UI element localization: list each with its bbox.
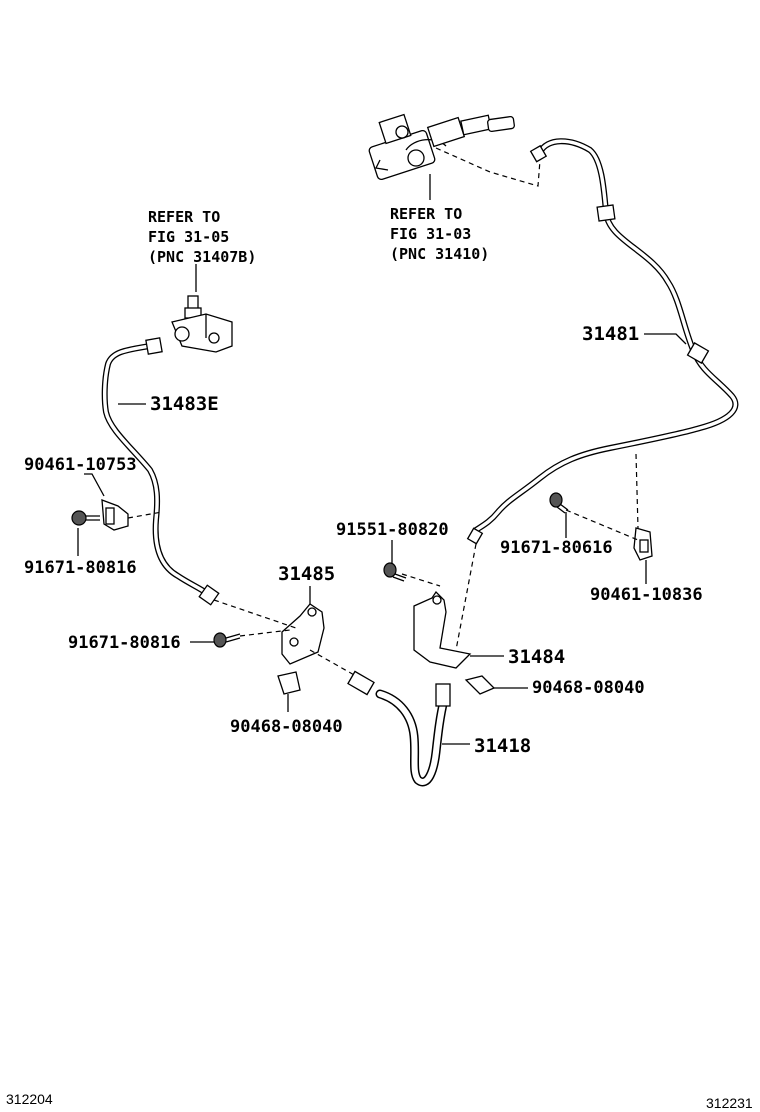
bracket-90461-10836 — [549, 492, 653, 561]
part-label-91671-80616: 91671-80616 — [500, 538, 613, 558]
pipe-31483E — [101, 337, 220, 606]
part-label-31485: 31485 — [278, 563, 335, 585]
part-label-31484: 31484 — [508, 646, 565, 668]
leader-lines — [77, 174, 687, 745]
hose-31418 — [347, 670, 451, 787]
part-label-91671-80816-a: 91671-80816 — [24, 558, 137, 578]
bracket-31484 — [383, 562, 496, 695]
bracket-31485 — [213, 603, 325, 695]
part-label-90468-08040-b: 90468-08040 — [532, 678, 645, 698]
part-label-90468-08040-a: 90468-08040 — [230, 717, 343, 737]
part-label-90461-10836: 90461-10836 — [590, 585, 703, 605]
assembly-lines — [127, 147, 639, 677]
reference-right-line2: FIG 31-03 — [390, 225, 471, 243]
part-label-31481: 31481 — [582, 323, 639, 345]
reference-right-line3: (PNC 31410) — [390, 245, 489, 263]
footer-left-code: 312204 — [6, 1091, 53, 1107]
master-cylinder-fitting — [368, 113, 515, 181]
pipe-31481 — [466, 138, 739, 545]
reference-left-line3: (PNC 31407B) — [148, 248, 256, 266]
part-label-90461-10753: 90461-10753 — [24, 455, 137, 475]
reference-right-line1: REFER TO — [390, 205, 462, 223]
part-label-31483E: 31483E — [150, 393, 219, 415]
three-way-fitting — [171, 295, 233, 353]
part-label-31418: 31418 — [474, 735, 531, 757]
footer-right-code: 312231 — [706, 1095, 753, 1111]
part-label-91551-80820: 91551-80820 — [336, 520, 449, 540]
part-label-91671-80816-b: 91671-80816 — [68, 633, 181, 653]
bracket-90461-10753 — [71, 499, 129, 531]
reference-left-line2: FIG 31-05 — [148, 228, 229, 246]
reference-left-line1: REFER TO — [148, 208, 220, 226]
